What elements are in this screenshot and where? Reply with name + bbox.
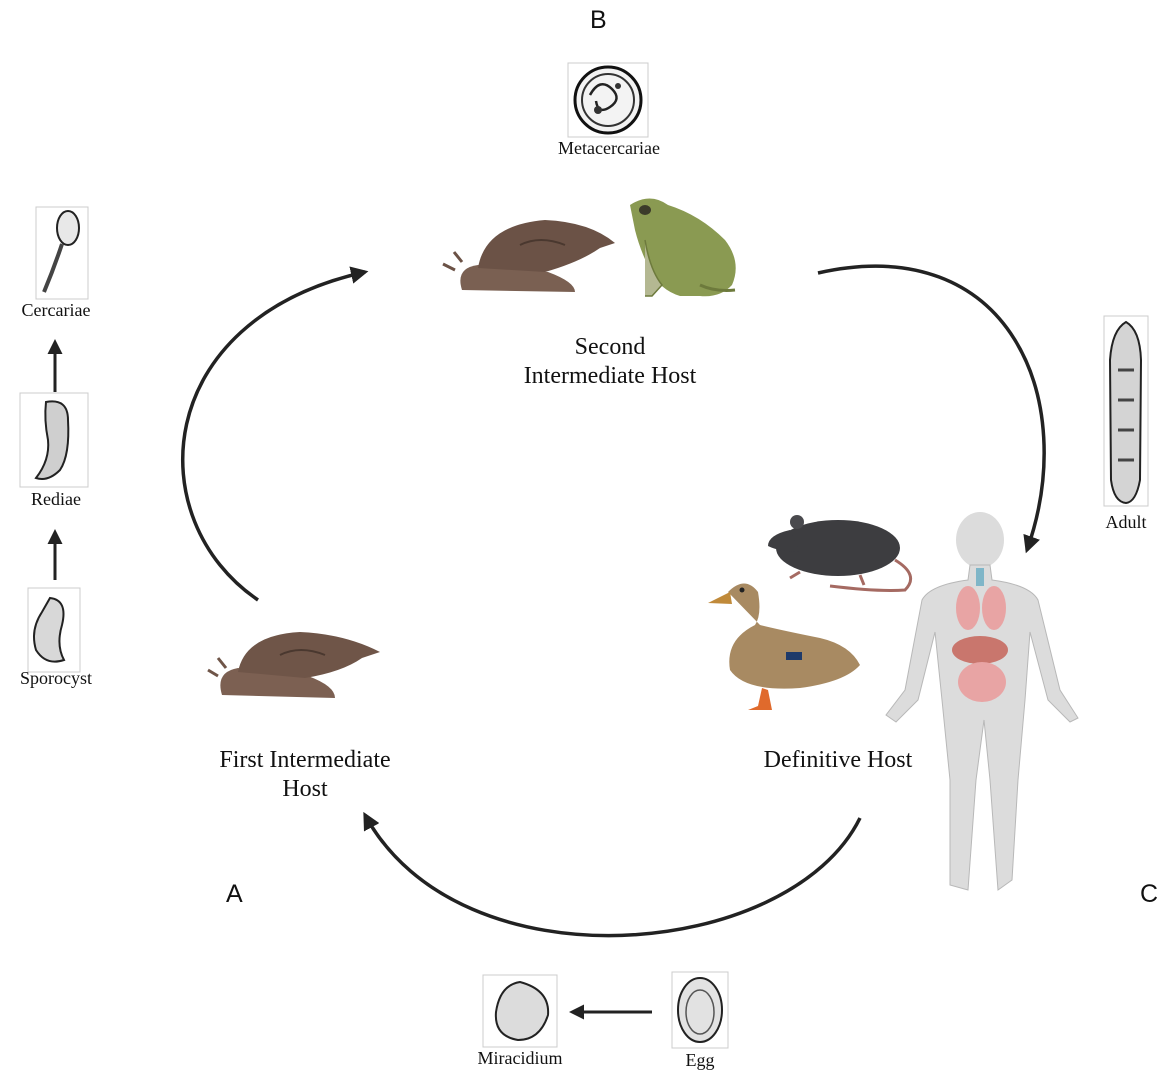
first-host-label-line2: Host — [170, 775, 440, 804]
second-host-label-line1: Second — [440, 333, 780, 362]
panel-letter-b: B — [590, 6, 607, 35]
sporocyst-label: Sporocyst — [4, 668, 108, 689]
second-host-label-line2: Intermediate Host — [440, 362, 780, 391]
arrow-second-to-definitive — [818, 266, 1044, 550]
adult-label: Adult — [1090, 512, 1162, 533]
cercariae-image — [36, 207, 88, 299]
metacercariae-image — [568, 63, 648, 137]
egg-label: Egg — [670, 1050, 730, 1071]
human-body-image — [886, 512, 1078, 890]
sporocyst-image — [28, 588, 80, 672]
arrow-first-to-second — [183, 272, 365, 600]
definitive-host-label: Definitive Host — [740, 746, 936, 775]
miracidium-label: Miracidium — [460, 1048, 580, 1069]
metacercariae-label: Metacercariae — [540, 138, 678, 159]
rat-image — [768, 515, 911, 591]
egg-image — [672, 972, 728, 1048]
rediae-image — [20, 393, 88, 487]
snail-second-host — [443, 220, 615, 292]
duck-image — [708, 584, 860, 711]
panel-letter-a: A — [226, 880, 243, 909]
cercariae-label: Cercariae — [4, 300, 108, 321]
adult-fluke-image — [1104, 316, 1148, 506]
panel-letter-c: C — [1140, 880, 1158, 909]
snail-first-host — [208, 632, 380, 698]
miracidium-image — [483, 975, 557, 1047]
first-host-label-line1: First Intermediate — [170, 746, 440, 775]
rediae-label: Rediae — [4, 489, 108, 510]
second-host-label: Second Intermediate Host — [440, 333, 780, 391]
frog-image — [630, 199, 736, 297]
arrow-definitive-to-first — [365, 815, 860, 936]
first-host-label: First Intermediate Host — [170, 746, 440, 804]
